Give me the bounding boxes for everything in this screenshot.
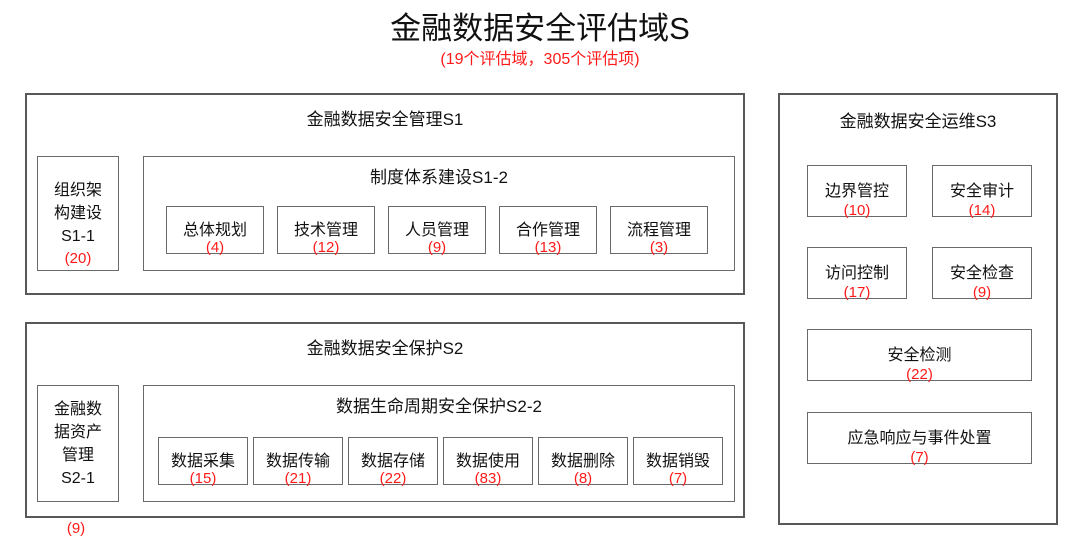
box-s3-item-2[interactable]: 访问控制 (17) <box>807 247 907 301</box>
box-s3-item-5-label: 应急响应与事件处置 <box>847 429 992 447</box>
group-s2-2-panel: 数据生命周期安全保护S2-2 数据采集 (15) 数据传输 (21) 数据存储 … <box>143 385 735 502</box>
box-s1-2-item-4-count: (3) <box>649 239 669 256</box>
group-s1-2-panel: 制度体系建设S1-2 总体规划 (4) 技术管理 (12) 人员管理 (9) 合… <box>143 156 735 271</box>
section-s3-panel: 金融数据安全运维S3 边界管控 (10) 安全审计 (14) 访问控制 (17)… <box>778 93 1058 525</box>
group-s1-2-heading: 制度体系建设S1-2 <box>370 168 508 187</box>
box-s3-item-3-label: 安全检查 <box>949 264 1014 282</box>
box-s2-2-item-4[interactable]: 数据删除 (8) <box>538 437 628 487</box>
box-s2-2-item-3-count: (83) <box>474 470 502 487</box>
box-s1-2-item-2-label: 人员管理 <box>404 221 469 239</box>
box-s3-item-1-label: 安全审计 <box>949 182 1014 200</box>
box-s1-2-item-1-label: 技术管理 <box>293 221 358 239</box>
box-s3-item-2-label: 访问控制 <box>824 264 889 282</box>
box-s2-2-item-3-label: 数据使用 <box>455 452 520 470</box>
box-s3-item-5[interactable]: 应急响应与事件处置 (7) <box>807 412 1032 466</box>
box-s1-2-item-4-label: 流程管理 <box>626 221 691 239</box>
group-s2-2-heading: 数据生命周期安全保护S2-2 <box>336 397 542 416</box>
box-s1-2-item-0-label: 总体规划 <box>182 221 247 239</box>
box-s3-item-2-count: (17) <box>843 284 871 301</box>
box-s3-item-4-count: (22) <box>906 366 933 383</box>
box-s2-2-item-0-count: (15) <box>189 470 217 487</box>
box-s2-1-label: 金融数 据资产 管理 S2-1 <box>53 400 102 487</box>
box-s1-2-item-3-count: (13) <box>534 239 562 256</box>
box-s2-2-item-1[interactable]: 数据传输 (21) <box>253 437 343 487</box>
section-s1-panel: 金融数据安全管理S1 组织架 构建设 S1-1 (20) 制度体系建设S1-2 … <box>25 93 745 295</box>
box-s2-2-item-2-label: 数据存储 <box>360 452 425 470</box>
box-s1-2-item-3[interactable]: 合作管理 (13) <box>499 206 597 256</box>
box-s3-item-0-count: (10) <box>843 202 871 219</box>
box-s2-2-item-1-count: (21) <box>284 470 312 487</box>
box-s2-1-asset-management[interactable]: 金融数 据资产 管理 S2-1 <box>37 385 119 502</box>
section-s1-heading: 金融数据安全管理S1 <box>306 110 464 129</box>
box-s2-2-item-0[interactable]: 数据采集 (15) <box>158 437 248 487</box>
box-s2-2-item-5-count: (7) <box>668 470 688 487</box>
box-s3-item-3-count: (9) <box>972 284 992 301</box>
box-s1-2-item-1-count: (12) <box>312 239 340 256</box>
box-s1-2-item-1[interactable]: 技术管理 (12) <box>277 206 375 256</box>
box-s2-2-item-5-label: 数据销毁 <box>645 452 710 470</box>
section-s2-panel: 金融数据安全保护S2 金融数 据资产 管理 S2-1 数据生命周期安全保护S2-… <box>25 322 745 518</box>
box-s3-item-3[interactable]: 安全检查 (9) <box>932 247 1032 301</box>
box-s1-2-item-4[interactable]: 流程管理 (3) <box>610 206 708 256</box>
box-s3-item-4-label: 安全检测 <box>887 346 952 364</box>
page-title: 金融数据安全评估域S <box>390 11 690 46</box>
box-s3-item-0-label: 边界管控 <box>824 182 889 200</box>
box-s1-1-count: (20) <box>64 250 92 267</box>
page-subtitle: (19个评估域，305个评估项) <box>440 51 640 68</box>
box-s1-2-item-2-count: (9) <box>427 239 447 256</box>
section-s2-heading: 金融数据安全保护S2 <box>306 339 464 358</box>
box-s2-2-item-4-count: (8) <box>573 470 593 487</box>
box-s1-2-item-3-label: 合作管理 <box>515 221 580 239</box>
box-s1-1-label: 组织架 构建设 S1-1 <box>53 182 102 245</box>
box-s2-2-item-3[interactable]: 数据使用 (83) <box>443 437 533 487</box>
box-s1-2-item-0[interactable]: 总体规划 (4) <box>166 206 264 256</box>
box-s3-item-1-count: (14) <box>968 202 996 219</box>
box-s1-2-item-0-count: (4) <box>205 239 225 256</box>
section-s3-heading: 金融数据安全运维S3 <box>839 112 997 131</box>
box-s2-2-item-4-label: 数据删除 <box>550 452 615 470</box>
title-block: 金融数据安全评估域S (19个评估域，305个评估项) <box>0 10 1080 70</box>
box-s3-item-0[interactable]: 边界管控 (10) <box>807 165 907 219</box>
box-s2-2-item-5[interactable]: 数据销毁 (7) <box>633 437 723 487</box>
box-s3-item-1[interactable]: 安全审计 (14) <box>932 165 1032 219</box>
box-s3-item-4[interactable]: 安全检测 (22) <box>807 329 1032 383</box>
box-s1-2-item-2[interactable]: 人员管理 (9) <box>388 206 486 256</box>
box-s1-1-organization[interactable]: 组织架 构建设 S1-1 (20) <box>37 156 119 271</box>
box-s2-1-count: (9) <box>66 520 86 537</box>
box-s2-2-item-2-count: (22) <box>379 470 407 487</box>
box-s2-2-item-0-label: 数据采集 <box>170 452 235 470</box>
box-s2-2-item-2[interactable]: 数据存储 (22) <box>348 437 438 487</box>
box-s2-2-item-1-label: 数据传输 <box>265 452 330 470</box>
box-s3-item-5-count: (7) <box>910 449 929 466</box>
